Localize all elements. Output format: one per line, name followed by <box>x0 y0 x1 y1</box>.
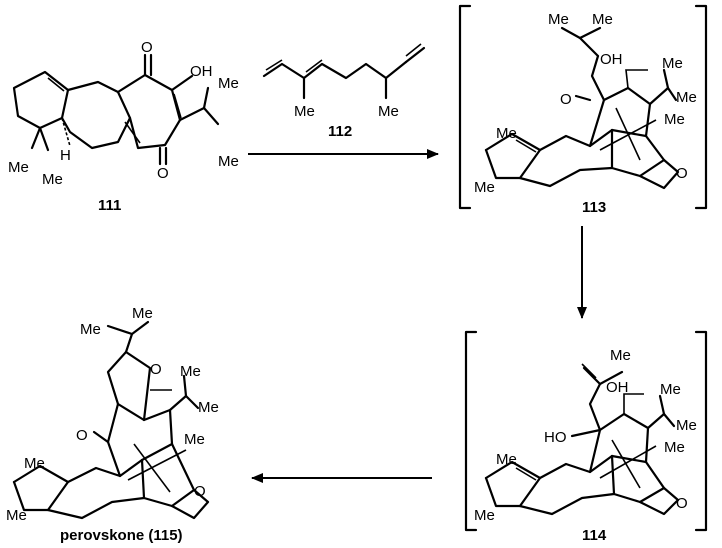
atom-label-me: Me <box>474 507 495 524</box>
atom-label-me: Me <box>132 305 153 322</box>
atom-label-o: O <box>76 427 88 444</box>
bracket-113 <box>458 4 708 210</box>
atom-label-h: H <box>60 147 71 164</box>
atom-label-oh: OH <box>190 63 213 80</box>
atom-label-o: O <box>676 495 688 512</box>
atom-label-me: Me <box>198 399 219 416</box>
atom-label-me: Me <box>218 75 239 92</box>
atom-label-me: Me <box>218 153 239 170</box>
compound-label-111: 111 <box>98 197 121 214</box>
atom-label-o: O <box>560 91 572 108</box>
atom-label-o: O <box>676 165 688 182</box>
atom-label-o: O <box>141 39 153 56</box>
atom-label-me: Me <box>496 125 517 142</box>
compound-label-114: 114 <box>582 527 607 544</box>
atom-label-me: Me <box>294 103 315 120</box>
atom-label-me: Me <box>676 417 697 434</box>
atom-label-me: Me <box>184 431 205 448</box>
atom-label-me: Me <box>664 111 685 128</box>
bracket-114 <box>464 330 708 532</box>
atom-label-me: Me <box>378 103 399 120</box>
atom-label-me: Me <box>474 179 495 196</box>
atom-label-me: Me <box>8 159 29 176</box>
compound-115-structure <box>12 320 210 520</box>
atom-label-me: Me <box>662 55 683 72</box>
atom-label-me: Me <box>548 11 569 28</box>
compound-112-structure <box>262 43 426 100</box>
atom-label-me: Me <box>24 455 45 472</box>
atom-label-me: Me <box>660 381 681 398</box>
atom-label-me: Me <box>6 507 27 524</box>
atom-label-me: Me <box>180 363 201 380</box>
atom-label-me: Me <box>496 451 517 468</box>
atom-label-o: O <box>150 361 162 378</box>
atom-label-oh: OH <box>600 51 623 68</box>
atom-label-me: Me <box>42 171 63 188</box>
atom-label-me: Me <box>664 439 685 456</box>
compound-114-structure <box>484 363 680 516</box>
compound-label-113: 113 <box>582 199 606 216</box>
compound-111-structure <box>12 53 220 166</box>
compound-label-115: perovskone (115) <box>60 527 183 544</box>
atom-label-o: O <box>194 483 206 500</box>
atom-label-me: Me <box>610 347 631 364</box>
compound-label-112: 112 <box>328 123 352 140</box>
atom-label-me: Me <box>676 89 697 106</box>
atom-label-o: O <box>157 165 169 182</box>
atom-label-ho: HO <box>544 429 567 446</box>
atom-label-me: Me <box>592 11 613 28</box>
atom-label-me: Me <box>80 321 101 338</box>
compound-113-structure <box>484 26 680 190</box>
atom-label-oh: OH <box>606 379 629 396</box>
